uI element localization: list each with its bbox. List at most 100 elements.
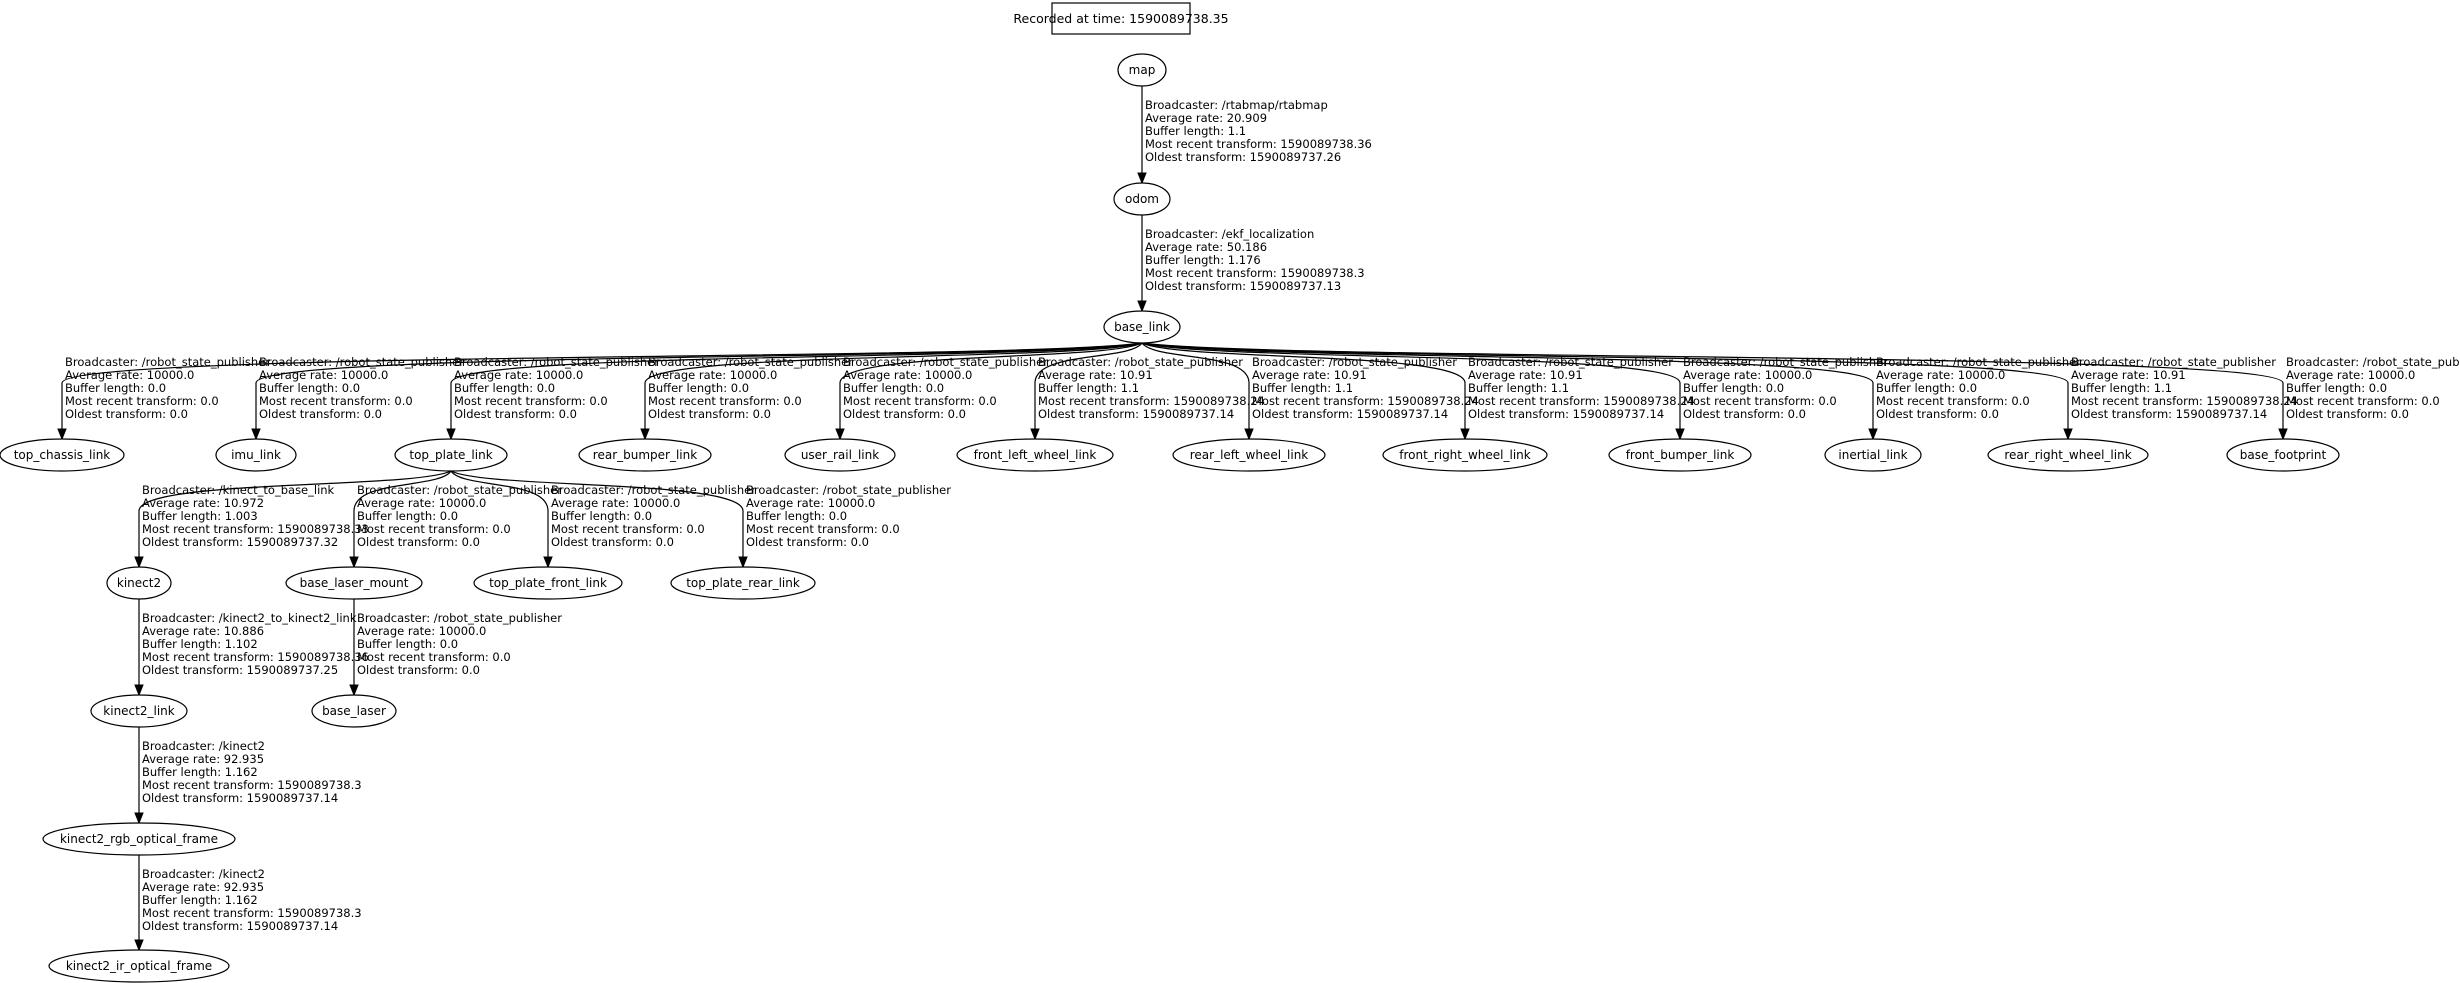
edge-label-line: Buffer length: 0.0 [843,381,944,395]
edge-line [138,470,452,557]
node-label: front_bumper_link [1626,448,1735,462]
node-base_laser[interactable]: base_laser [311,694,397,728]
edge-label-line: Buffer length: 1.1 [1252,381,1353,395]
node-label: top_chassis_link [14,448,111,462]
node-ellipse[interactable] [784,438,896,472]
edge-label-line: Buffer length: 0.0 [1876,381,1977,395]
node-ellipse[interactable] [2226,438,2340,472]
edge-label-line: Oldest transform: 0.0 [648,407,771,421]
node-kinect2_link[interactable]: kinect2_link [90,694,188,728]
edge-label-line: Oldest transform: 0.0 [357,663,480,677]
edge-label-line: Broadcaster: /robot_state_publisher [746,483,951,497]
node-base_laser_mount[interactable]: base_laser_mount [285,566,423,600]
node-odom[interactable]: odom [1113,182,1171,216]
edge-label-line: Oldest transform: 1590089737.14 [1038,407,1234,421]
node-ellipse[interactable] [578,438,712,472]
node-label: rear_right_wheel_link [2004,448,2131,462]
edge-label-line: Oldest transform: 0.0 [1683,407,1806,421]
edge-base_link-to-top_chassis_link: Broadcaster: /robot_state_publisherAvera… [57,342,1143,441]
node-ellipse[interactable] [0,438,125,472]
edge-label-line: Average rate: 10000.0 [746,496,875,510]
node-inertial_link[interactable]: inertial_link [1824,438,1922,472]
arrow-head [446,428,456,441]
node-label: top_plate_link [409,448,492,462]
node-kinect2[interactable]: kinect2 [106,566,172,600]
edge-label-line: Oldest transform: 1590089737.32 [142,535,338,549]
node-base_footprint[interactable]: base_footprint [2226,438,2340,472]
edge-label-line: Oldest transform: 1590089737.26 [1145,150,1341,164]
edge-label-line: Average rate: 10.91 [1252,368,1367,382]
edge-label-line: Broadcaster: /kinect_to_base_link [142,483,335,497]
edge-label-line: Buffer length: 1.1 [1038,381,1139,395]
node-ellipse[interactable] [1172,438,1326,472]
node-base_link[interactable]: base_link [1103,310,1181,344]
node-front_right_wheel_link[interactable]: front_right_wheel_link [1382,438,1548,472]
node-ellipse[interactable] [215,438,297,472]
node-imu_link[interactable]: imu_link [215,438,297,472]
node-ellipse[interactable] [42,822,236,856]
edge-label-line: Oldest transform: 1590089737.14 [142,791,338,805]
edge-label-line: Most recent transform: 1590089738.33 [142,522,369,536]
node-ellipse[interactable] [670,566,816,600]
arrow-head [543,556,553,569]
node-ellipse[interactable] [1117,53,1167,87]
edge-label-line: Most recent transform: 0.0 [259,394,413,408]
node-ellipse[interactable] [1382,438,1548,472]
node-ellipse[interactable] [394,438,508,472]
edge-label-line: Most recent transform: 1590089738.24 [1038,394,1265,408]
edge-label-line: Most recent transform: 1590089738.3 [142,906,362,920]
node-top_plate_rear_link[interactable]: top_plate_rear_link [670,566,816,600]
edge-label-line: Broadcaster: /robot_state_publisher [648,355,853,369]
node-ellipse[interactable] [1824,438,1922,472]
edge-label-line: Most recent transform: 1590089738.3 [142,778,362,792]
node-ellipse[interactable] [1103,310,1181,344]
node-rear_left_wheel_link[interactable]: rear_left_wheel_link [1172,438,1326,472]
edge-label-line: Buffer length: 0.0 [357,509,458,523]
node-map[interactable]: map [1117,53,1167,87]
edge-line [644,342,1143,429]
node-rear_right_wheel_link[interactable]: rear_right_wheel_link [1987,438,2149,472]
node-front_bumper_link[interactable]: front_bumper_link [1608,438,1752,472]
node-ellipse[interactable] [285,566,423,600]
edge-label-line: Buffer length: 0.0 [454,381,555,395]
edge-label-line: Broadcaster: /robot_state_publisher [357,483,562,497]
node-rear_bumper_link[interactable]: rear_bumper_link [578,438,712,472]
arrow-head [134,939,144,952]
edge-label-line: Average rate: 10000.0 [1683,368,1812,382]
edge-line [1141,342,1681,429]
node-kinect2_rgb_optical_frame[interactable]: kinect2_rgb_optical_frame [42,822,236,856]
node-top_plate_front_link[interactable]: top_plate_front_link [473,566,623,600]
edge-base_link-to-rear_bumper_link: Broadcaster: /robot_state_publisherAvera… [640,342,1143,441]
node-label: kinect2_rgb_optical_frame [60,832,218,846]
node-ellipse[interactable] [311,694,397,728]
node-ellipse[interactable] [473,566,623,600]
edge-label-line: Broadcaster: /robot_state_publisher [551,483,756,497]
arrow-head [640,428,650,441]
node-ellipse[interactable] [106,566,172,600]
node-ellipse[interactable] [1987,438,2149,472]
node-ellipse[interactable] [48,949,230,983]
edge-line [450,342,1143,429]
edge-label-line: Average rate: 10000.0 [65,368,194,382]
edge-label-line: Buffer length: 1.1 [2071,381,2172,395]
node-ellipse[interactable] [1113,182,1171,216]
node-front_left_wheel_link[interactable]: front_left_wheel_link [956,438,1114,472]
node-top_plate_link[interactable]: top_plate_link [394,438,508,472]
node-kinect2_ir_optical_frame[interactable]: kinect2_ir_optical_frame [48,949,230,983]
edge-label-line: Average rate: 10000.0 [648,368,777,382]
node-ellipse[interactable] [90,694,188,728]
recorded-time-box: Recorded at time: 1590089738.35 [1013,2,1229,35]
edge-label-line: Oldest transform: 1590089737.25 [142,663,338,677]
edge-label-line: Broadcaster: /robot_state_publisher [1468,355,1673,369]
edge-label-line: Most recent transform: 1590089738.24 [2071,394,2298,408]
node-ellipse[interactable] [956,438,1114,472]
node-user_rail_link[interactable]: user_rail_link [784,438,896,472]
edge-label-line: Broadcaster: /kinect2 [142,739,265,753]
edge-line [61,342,1143,429]
node-top_chassis_link[interactable]: top_chassis_link [0,438,125,472]
edge-top_plate_link-to-kinect2: Broadcaster: /kinect_to_base_linkAverage… [134,470,452,569]
edge-label-line: Average rate: 10000.0 [454,368,583,382]
node-ellipse[interactable] [1608,438,1752,472]
edge-label-line: Most recent transform: 1590089738.36 [1145,137,1372,151]
node-label: map [1129,63,1156,77]
